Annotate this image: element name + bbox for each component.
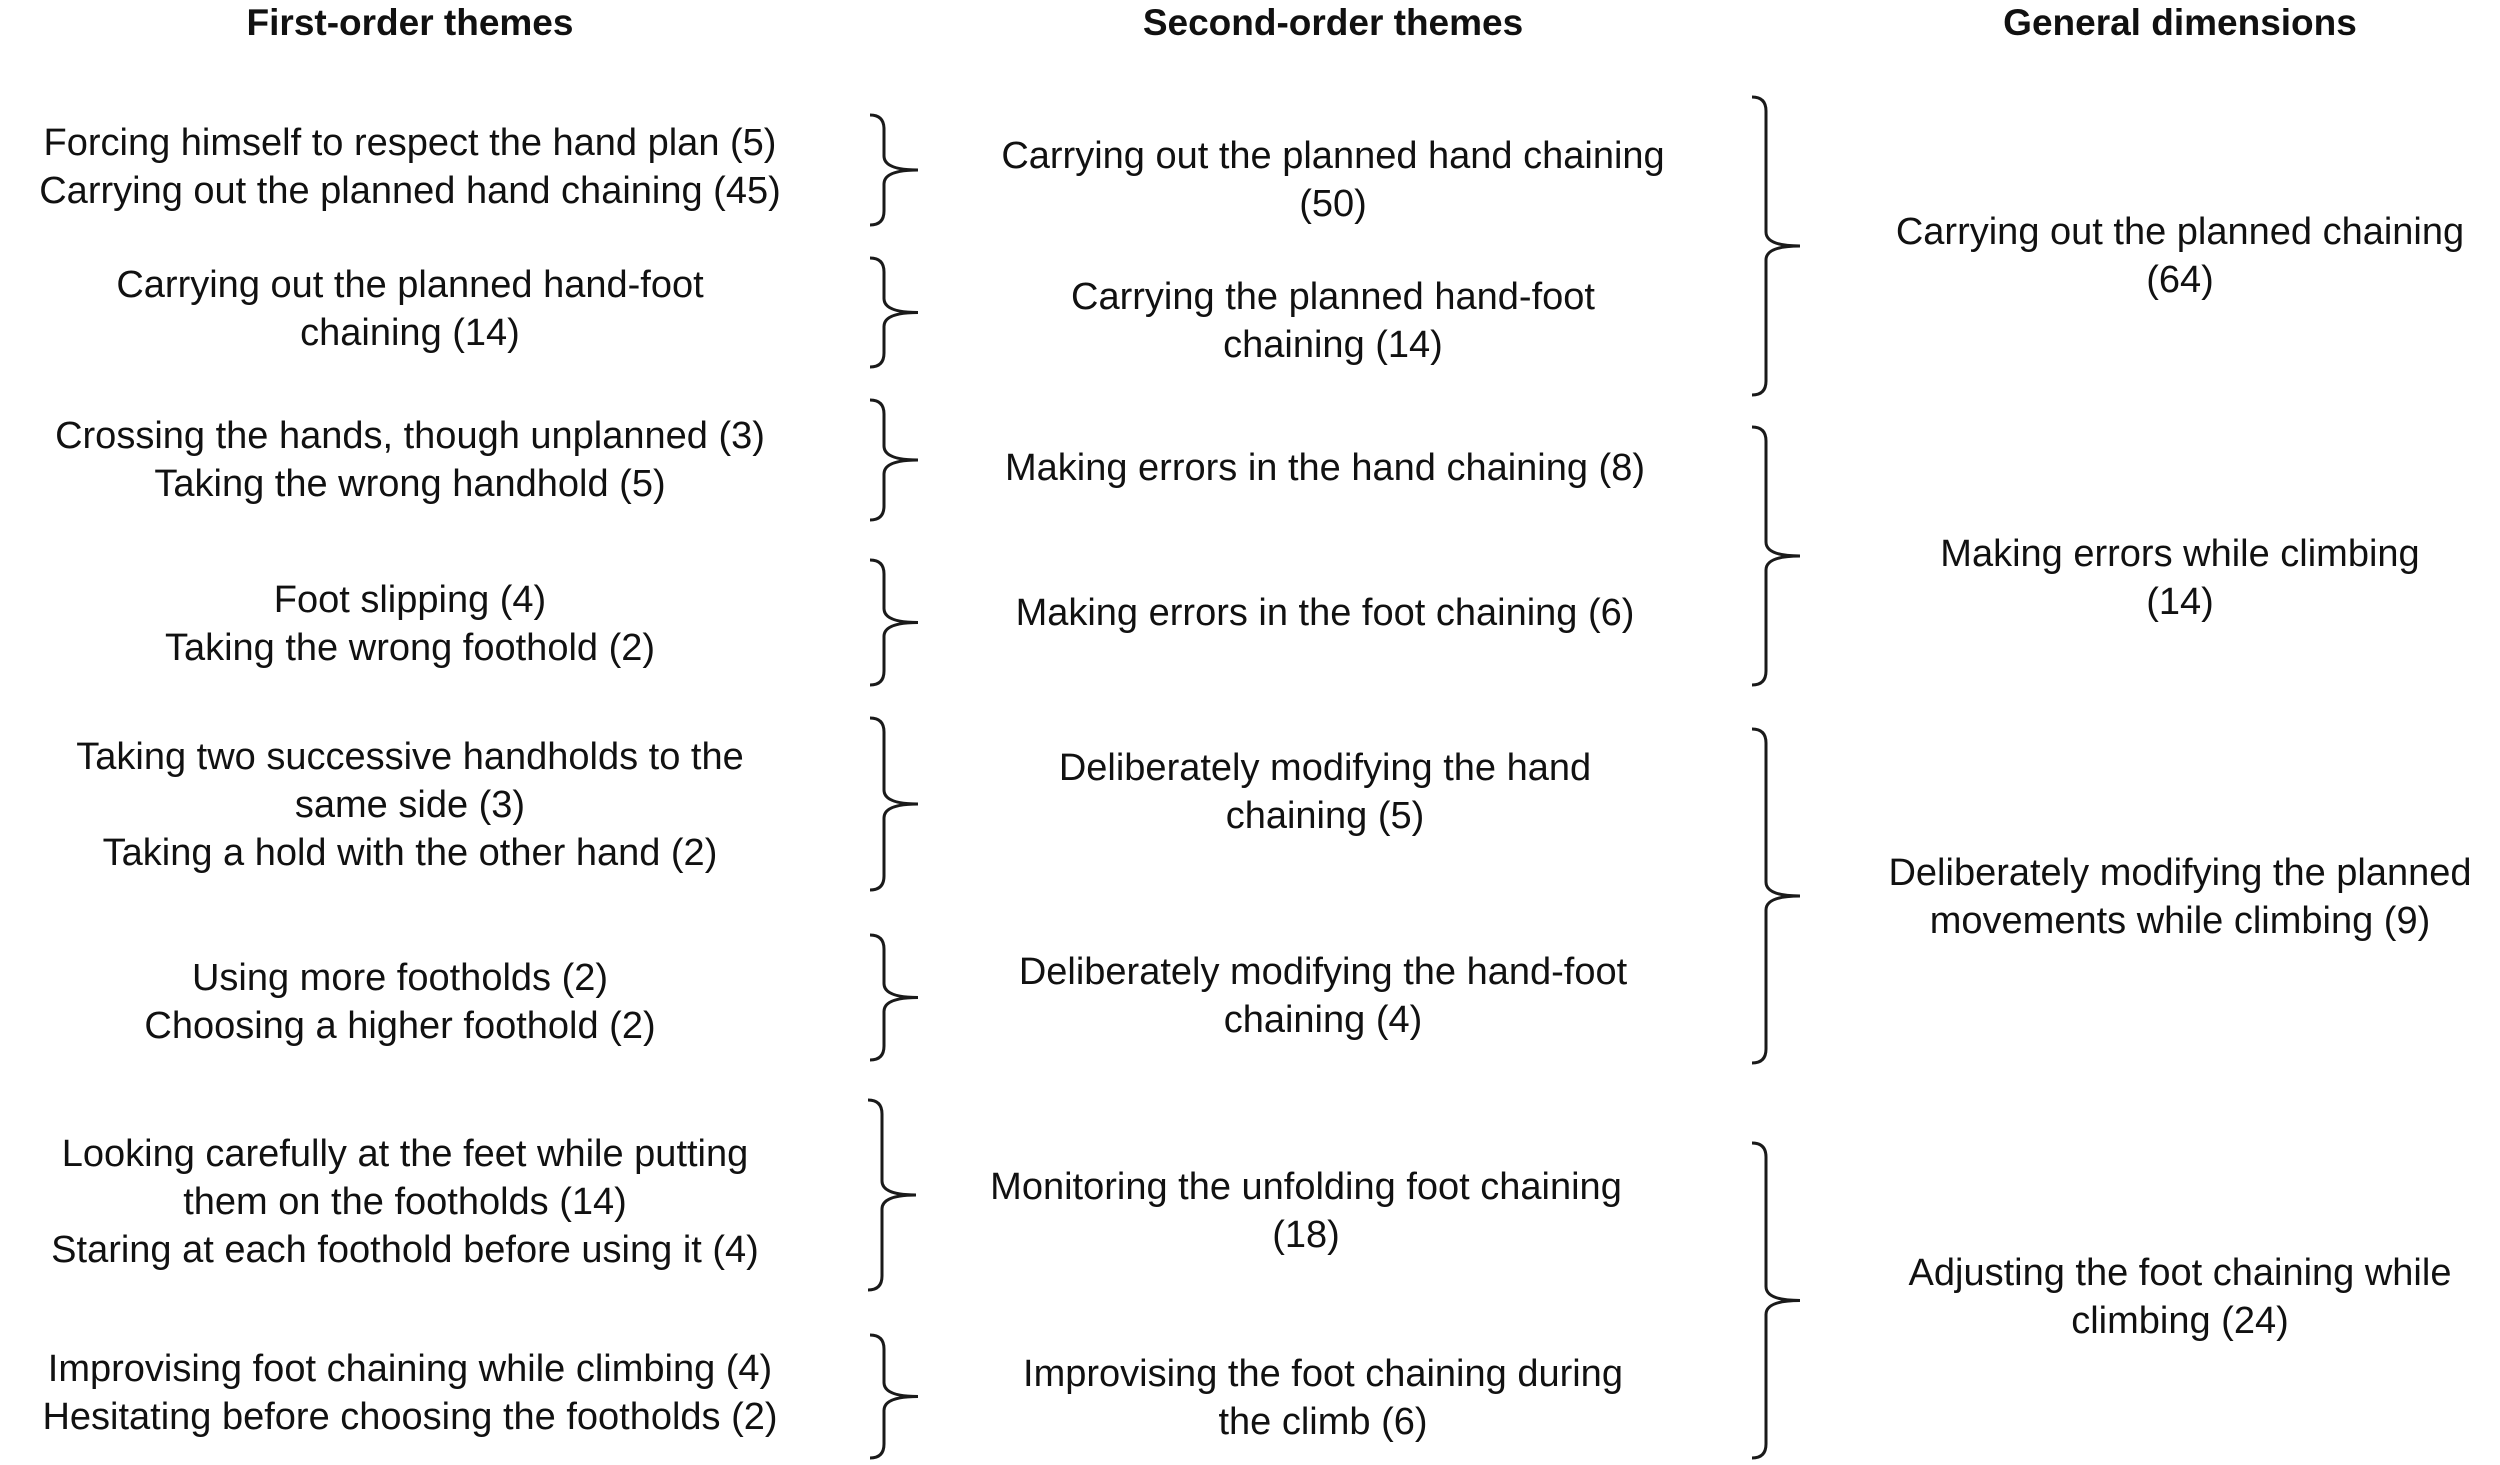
theme-line: (50)	[1299, 183, 1367, 225]
dimension-line: Deliberately modifying the planned	[1888, 852, 2472, 894]
first-order-theme: Using more footholds (2) Choosing a high…	[144, 954, 655, 1050]
second-order-theme: Deliberately modifying the hand-foot cha…	[1019, 948, 1627, 1044]
theme-line: Forcing himself to respect the hand plan…	[43, 122, 777, 164]
curly-brace-first-order	[869, 113, 919, 227]
theme-line: Using more footholds (2)	[191, 957, 609, 999]
theme-line: chaining (14)	[300, 312, 520, 354]
theme-line: same side (3)	[294, 784, 526, 826]
theme-line: Making errors in the hand chaining (8)	[1004, 447, 1646, 489]
first-order-theme: Improvising foot chaining while climbing…	[42, 1345, 777, 1441]
theme-line: Monitoring the unfolding foot chaining	[990, 1166, 1622, 1208]
theme-line: Crossing the hands, though unplanned (3)	[55, 415, 765, 457]
theme-line: Choosing a higher foothold (2)	[144, 1005, 656, 1047]
curly-brace-second-order	[1751, 727, 1801, 1065]
first-order-theme: Forcing himself to respect the hand plan…	[39, 119, 781, 215]
first-order-theme: Crossing the hands, though unplanned (3)…	[55, 412, 765, 508]
curly-brace-first-order	[867, 1098, 917, 1292]
theme-line: Taking two successive handholds to the	[76, 736, 744, 778]
general-dimension: Adjusting the foot chaining while climbi…	[1909, 1249, 2452, 1345]
curly-brace-first-order	[869, 398, 919, 522]
general-dimension: Making errors while climbing (14)	[1940, 530, 2419, 626]
dimension-line: (64)	[2146, 259, 2214, 301]
curly-brace-first-order	[869, 716, 919, 892]
theme-line: Improvising the foot chaining during	[1023, 1353, 1623, 1395]
second-order-theme: Carrying out the planned hand chaining (…	[1001, 132, 1664, 228]
theme-line: Taking the wrong foothold (2)	[164, 627, 656, 669]
theme-line: Improvising foot chaining while climbing…	[47, 1348, 773, 1390]
theme-line: Carrying the planned hand-foot	[1071, 276, 1595, 318]
theme-line: Foot slipping (4)	[273, 579, 547, 621]
second-order-theme: Monitoring the unfolding foot chaining (…	[990, 1163, 1622, 1259]
theme-line: Making errors in the foot chaining (6)	[1015, 592, 1635, 634]
dimension-line: climbing (24)	[2071, 1300, 2289, 1342]
general-dimension: Carrying out the planned chaining (64)	[1896, 208, 2464, 304]
dimension-line: Making errors while climbing	[1940, 533, 2420, 575]
theme-line: Looking carefully at the feet while putt…	[61, 1133, 749, 1175]
header-general-dimensions: General dimensions	[2003, 2, 2357, 43]
curly-brace-second-order	[1751, 1141, 1801, 1460]
second-order-theme: Making errors in the foot chaining (6)	[1016, 589, 1635, 637]
theme-line: (18)	[1272, 1214, 1340, 1256]
second-order-theme: Improvising the foot chaining during the…	[1023, 1350, 1623, 1446]
theme-line: Carrying out the planned hand chaining (…	[39, 170, 781, 212]
theme-line: Deliberately modifying the hand-foot	[1018, 951, 1628, 993]
curly-brace-first-order	[869, 558, 919, 687]
theme-line: them on the footholds (14)	[183, 1181, 627, 1223]
theme-line: chaining (4)	[1223, 999, 1423, 1041]
theme-line: Carrying out the planned hand chaining	[1001, 135, 1665, 177]
theme-line: Deliberately modifying the hand	[1058, 747, 1592, 789]
dimension-line: Carrying out the planned chaining	[1895, 211, 2465, 253]
theme-line: Carrying out the planned hand-foot	[116, 264, 704, 306]
dimension-line: movements while climbing (9)	[1929, 900, 2431, 942]
first-order-theme: Taking two successive handholds to the s…	[76, 733, 744, 877]
curly-brace-second-order	[1751, 425, 1801, 687]
theme-line: Taking the wrong handhold (5)	[154, 463, 666, 505]
second-order-theme: Deliberately modifying the hand chaining…	[1059, 744, 1591, 840]
theme-line: Taking a hold with the other hand (2)	[102, 832, 718, 874]
theme-line: the climb (6)	[1218, 1401, 1428, 1443]
header-first-order-themes: First-order themes	[246, 2, 574, 43]
theme-line: chaining (5)	[1225, 795, 1425, 837]
theme-line: Hesitating before choosing the footholds…	[42, 1396, 778, 1438]
curly-brace-first-order	[869, 933, 919, 1062]
theme-line: chaining (14)	[1223, 324, 1443, 366]
second-order-theme: Making errors in the hand chaining (8)	[1005, 444, 1645, 492]
general-dimension: Deliberately modifying the planned movem…	[1888, 849, 2471, 945]
theme-line: Staring at each foothold before using it…	[51, 1229, 759, 1271]
curly-brace-first-order	[869, 1333, 919, 1460]
first-order-theme: Foot slipping (4) Taking the wrong footh…	[165, 576, 655, 672]
first-order-theme: Carrying out the planned hand-foot chain…	[116, 261, 703, 357]
dimension-line: Adjusting the foot chaining while	[1908, 1252, 2452, 1294]
dimension-line: (14)	[2146, 581, 2214, 623]
curly-brace-first-order	[869, 256, 919, 369]
header-second-order-themes: Second-order themes	[1142, 2, 1524, 43]
curly-brace-second-order	[1751, 95, 1801, 397]
second-order-theme: Carrying the planned hand-foot chaining …	[1071, 273, 1595, 369]
first-order-theme: Looking carefully at the feet while putt…	[51, 1130, 759, 1274]
